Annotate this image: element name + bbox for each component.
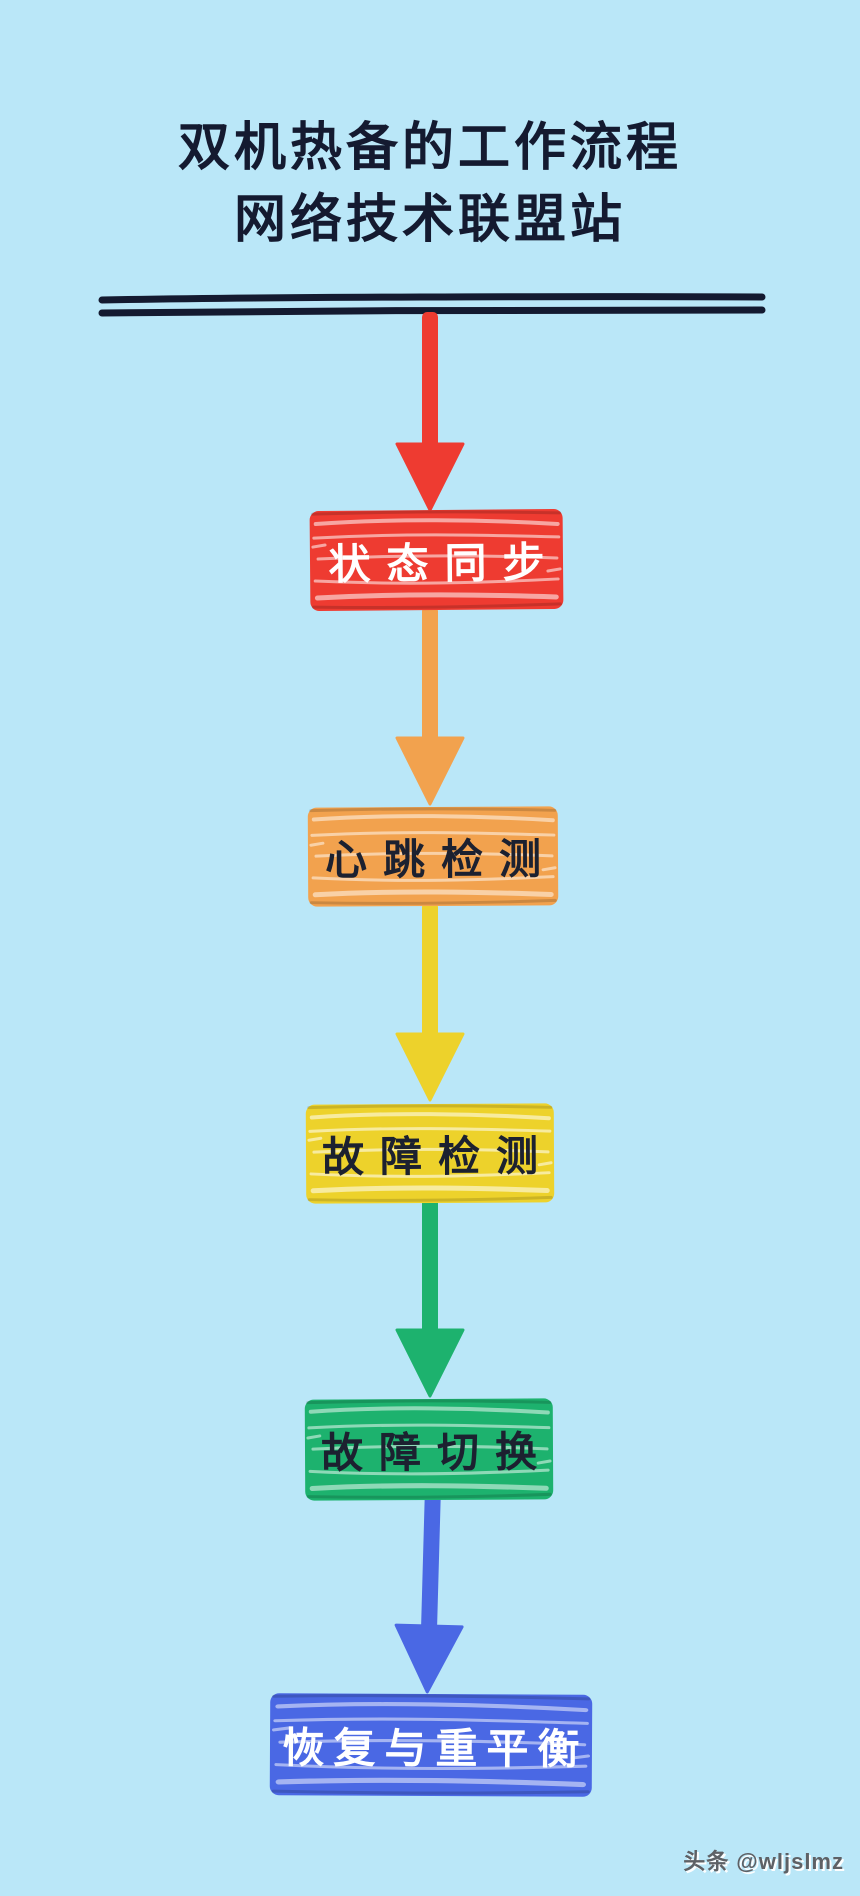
- arrow-down-icon: [390, 1198, 470, 1398]
- step-box-heartbeat-check: 心跳检测: [307, 806, 559, 907]
- arrow-down-icon: [387, 1493, 473, 1695]
- title-line-2: 网络技术联盟站: [233, 191, 626, 249]
- step-label: 状态同步: [328, 538, 561, 588]
- step-label: 故障切换: [320, 1428, 554, 1477]
- step-box-failover: 故障切换: [304, 1398, 554, 1501]
- arrow-down-icon: [390, 902, 470, 1102]
- step-label: 心跳检测: [324, 835, 558, 884]
- watermark: 头条 @wljslmz: [683, 1849, 844, 1874]
- title-divider: [98, 292, 766, 320]
- title-line-1: 双机热备的工作流程: [177, 119, 682, 177]
- step-label: 恢复与重平衡: [282, 1723, 589, 1773]
- step-label: 故障检测: [321, 1132, 555, 1181]
- arrow-down-icon: [390, 606, 470, 806]
- arrow-down-icon: [390, 312, 470, 512]
- step-box-state-sync: 状态同步: [309, 508, 564, 612]
- divider-lines-icon: [98, 293, 766, 317]
- step-box-fault-detect: 故障检测: [305, 1103, 555, 1204]
- step-box-recover-rebalance: 恢复与重平衡: [269, 1693, 593, 1797]
- page-title: 双机热备的工作流程 网络技术联盟站: [0, 112, 860, 256]
